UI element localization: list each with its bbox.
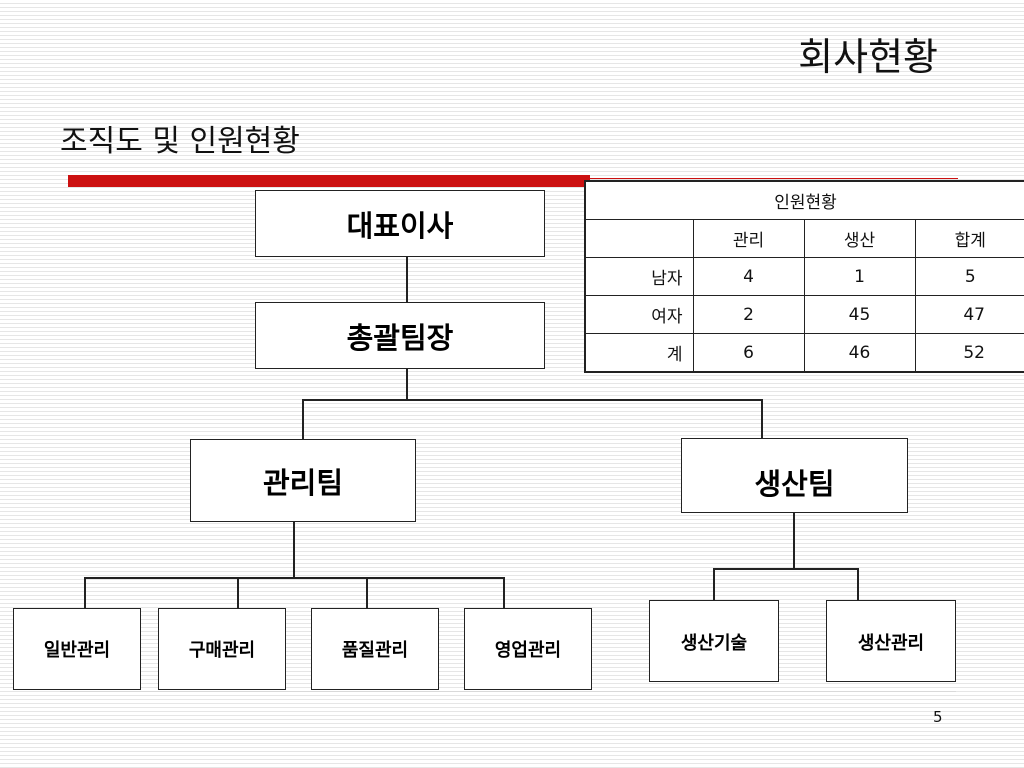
table-cell: 46: [803, 333, 916, 373]
accent-line: [590, 178, 958, 179]
table-cell: 1: [803, 257, 916, 296]
table-header-cell: 합계: [914, 219, 1024, 258]
table-cell: 6: [692, 333, 805, 373]
row-label: 계: [584, 333, 694, 373]
connector-unit-1: [84, 577, 86, 609]
slide-title: 회사현황: [798, 35, 938, 79]
connector-ceo-leader: [406, 256, 408, 302]
table-header-row: 관리 생산 합계: [584, 219, 1024, 258]
admin-unit-box: 구매관리: [158, 608, 286, 690]
connector-to-production-team: [761, 399, 763, 439]
table-cell: 5: [914, 257, 1024, 296]
table-cell: 2: [692, 295, 805, 334]
table-header-cell: 관리: [692, 219, 805, 258]
connector-unit-3: [366, 577, 368, 609]
connector-team-bar: [302, 399, 763, 401]
table-caption-row: 인원현황: [584, 180, 1024, 220]
table-cell: 4: [692, 257, 805, 296]
connector-admin-units-bar: [84, 577, 505, 579]
admin-unit-box: 일반관리: [13, 608, 141, 690]
connector-unit-6: [857, 568, 859, 601]
row-label: 남자: [584, 257, 694, 296]
table-cell: 52: [914, 333, 1024, 373]
connector-leader-down: [406, 368, 408, 400]
table-row: 계 6 46 52: [584, 333, 1024, 373]
table-header-cell: [584, 219, 694, 258]
admin-unit-box: 품질관리: [311, 608, 439, 690]
connector-admin-team-down: [293, 521, 295, 578]
general-leader-box: 총괄팀장: [255, 302, 545, 369]
table-cell: 47: [914, 295, 1024, 334]
connector-unit-2: [237, 577, 239, 609]
slide-subtitle: 조직도 및 인원현황: [60, 124, 300, 159]
connector-unit-5: [713, 568, 715, 601]
table-row: 여자 2 45 47: [584, 295, 1024, 334]
ceo-box: 대표이사: [255, 190, 545, 257]
connector-unit-4: [503, 577, 505, 609]
connector-production-team-down: [793, 512, 795, 569]
admin-team-box: 관리팀: [190, 439, 416, 522]
table-header-cell: 생산: [803, 219, 916, 258]
production-team-box: 생산팀: [681, 438, 908, 513]
accent-bar: [68, 175, 590, 187]
admin-unit-box: 영업관리: [464, 608, 592, 690]
row-label: 여자: [584, 295, 694, 334]
page-number: 5: [933, 708, 943, 726]
connector-production-units-bar: [713, 568, 859, 570]
connector-to-admin-team: [302, 399, 304, 440]
table-cell: 45: [803, 295, 916, 334]
production-unit-box: 생산기술: [649, 600, 779, 682]
staff-table: 인원현황 관리 생산 합계 남자 4 1 5 여자 2 45 47 계 6 46…: [584, 180, 1024, 373]
production-unit-box: 생산관리: [826, 600, 956, 682]
table-caption: 인원현황: [584, 180, 1024, 220]
footer-divider: [60, 691, 956, 692]
table-row: 남자 4 1 5: [584, 257, 1024, 296]
